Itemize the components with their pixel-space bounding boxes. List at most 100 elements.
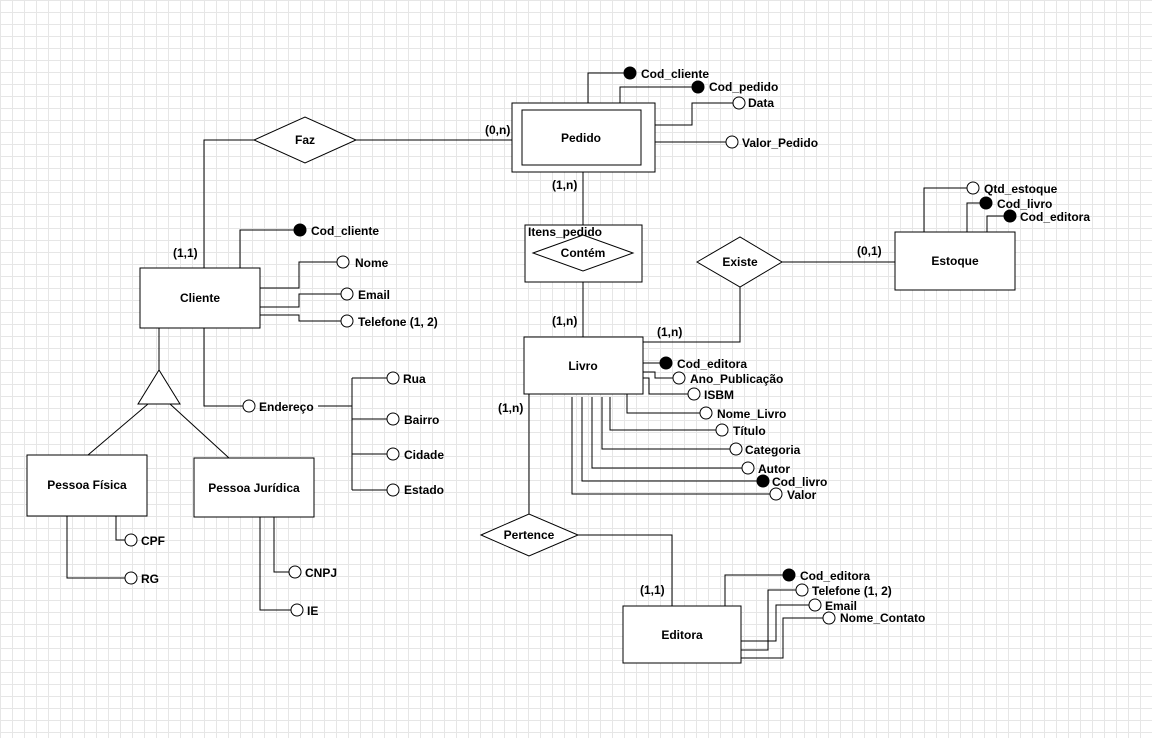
attribute-label: Cod_cliente <box>641 67 709 81</box>
attribute-pedido-valor[interactable]: Valor_Pedido <box>725 135 818 150</box>
attribute-livro-cod-editora[interactable]: Cod_editora <box>659 356 747 371</box>
attribute-label: CPF <box>141 534 165 548</box>
entity-cliente[interactable]: Cliente <box>139 267 261 329</box>
connector-lines <box>66 72 1005 663</box>
attribute-livro-cod-livro[interactable]: Cod_livro <box>756 474 827 489</box>
cardinality-existe-estoque: (0,1) <box>857 244 882 258</box>
attribute-label: Valor <box>787 488 817 502</box>
cardinality-pertence-livro: (1,n) <box>498 401 523 415</box>
attribute-editora-nome-contato[interactable]: Nome_Contato <box>822 611 925 625</box>
attribute-estoque-cod-editora[interactable]: Cod_editora <box>1003 209 1090 224</box>
attribute-editora-email[interactable]: Email <box>808 598 857 613</box>
cardinality-faz-pedido: (0,n) <box>485 123 510 137</box>
attribute-label: Autor <box>758 462 790 476</box>
attribute-label: IE <box>307 604 318 618</box>
attribute-cliente-cod-cliente[interactable]: Cod_cliente <box>293 223 379 238</box>
attribute-label: Endereço <box>259 400 314 414</box>
attribute-label: Telefone (1, 2) <box>812 584 892 598</box>
attribute-label: Telefone (1, 2) <box>358 315 438 329</box>
cardinality-pertence-editora: (1,1) <box>640 583 665 597</box>
attribute-livro-categoria[interactable]: Categoria <box>729 442 801 457</box>
attribute-cliente-telefone[interactable]: Telefone (1, 2) <box>340 314 438 329</box>
attribute-pf-rg[interactable]: RG <box>124 571 159 586</box>
attribute-cliente-email[interactable]: Email <box>340 287 390 302</box>
attribute-label: Bairro <box>404 413 439 427</box>
associative-entity-label: Itens_pedido <box>528 225 602 239</box>
attribute-endereco-bairro[interactable]: Bairro <box>386 412 439 427</box>
entity-label: Estoque <box>931 254 979 268</box>
attribute-livro-nome[interactable]: Nome_Livro <box>699 406 786 421</box>
attribute-livro-isbm[interactable]: ISBM <box>687 387 734 402</box>
attribute-label: Valor_Pedido <box>742 136 818 150</box>
attribute-label: Ano_Publicação <box>690 372 783 386</box>
cardinality-faz-cliente: (1,1) <box>173 246 198 260</box>
relationship-label: Faz <box>295 133 315 147</box>
attribute-pedido-data[interactable]: Data <box>732 96 774 110</box>
attribute-label: Cidade <box>404 448 444 462</box>
entity-editora[interactable]: Editora <box>622 605 742 664</box>
attribute-pj-ie[interactable]: IE <box>290 603 318 618</box>
attribute-label: Cod_livro <box>997 197 1052 211</box>
attribute-livro-ano[interactable]: Ano_Publicação <box>672 371 783 386</box>
attribute-editora-telefone[interactable]: Telefone (1, 2) <box>795 583 892 598</box>
attribute-label: Nome_Contato <box>840 611 925 625</box>
cardinality-existe-livro: (1,n) <box>657 325 682 339</box>
entity-pessoa-juridica[interactable]: Pessoa Jurídica <box>193 457 315 518</box>
relationship-pertence[interactable]: Pertence <box>479 513 580 557</box>
attribute-label: CNPJ <box>305 566 337 580</box>
attribute-label: Rua <box>403 372 426 386</box>
entity-label: Pessoa Física <box>47 478 127 492</box>
attribute-pj-cnpj[interactable]: CNPJ <box>288 565 337 580</box>
entity-label: Livro <box>568 359 597 373</box>
attribute-label: Data <box>748 96 774 110</box>
relationship-faz[interactable]: Faz <box>252 116 358 164</box>
attribute-label: Título <box>733 424 766 438</box>
relationship-existe[interactable]: Existe <box>696 236 783 288</box>
attribute-label: ISBM <box>704 388 734 402</box>
relationship-label: Contém <box>561 246 606 260</box>
attribute-endereco-rua[interactable]: Rua <box>386 371 426 386</box>
attribute-cliente-nome[interactable]: Nome <box>336 255 389 270</box>
attribute-label: Nome_Livro <box>717 407 786 421</box>
attribute-pedido-cod-pedido[interactable]: Cod_pedido <box>691 80 778 94</box>
attribute-label: Cod_editora <box>800 569 870 583</box>
attribute-endereco-estado[interactable]: Estado <box>386 483 444 497</box>
attribute-label: RG <box>141 572 159 586</box>
attribute-pf-cpf[interactable]: CPF <box>124 533 165 548</box>
entity-pessoa-fisica[interactable]: Pessoa Física <box>26 454 148 517</box>
attribute-livro-autor[interactable]: Autor <box>741 461 790 476</box>
attribute-label: Cod_pedido <box>709 80 778 94</box>
entity-livro[interactable]: Livro <box>523 336 644 395</box>
attribute-label: Categoria <box>745 443 801 457</box>
entity-label: Pedido <box>561 131 601 145</box>
attribute-cliente-endereco[interactable]: Endereço <box>242 399 314 414</box>
attribute-label: Cod_editora <box>1020 210 1090 224</box>
attribute-label: Cod_cliente <box>311 224 379 238</box>
entity-label: Pessoa Jurídica <box>208 481 300 495</box>
cardinality-contem-pedido: (1,n) <box>552 178 577 192</box>
attribute-label: Cod_editora <box>677 357 747 371</box>
attribute-label: Email <box>358 288 390 302</box>
attribute-editora-cod-editora[interactable]: Cod_editora <box>782 568 870 583</box>
attribute-endereco-cidade[interactable]: Cidade <box>386 447 444 462</box>
entity-pedido[interactable]: Pedido <box>511 102 656 173</box>
relationship-label: Pertence <box>504 528 555 542</box>
attribute-livro-valor[interactable]: Valor <box>769 487 817 502</box>
attribute-label: Email <box>825 599 857 613</box>
attribute-pedido-cod-cliente[interactable]: Cod_cliente <box>623 66 709 81</box>
relationship-label: Existe <box>722 255 758 269</box>
relationship-itens-pedido[interactable]: Itens_pedido Contém <box>524 224 643 283</box>
attribute-estoque-cod-livro[interactable]: Cod_livro <box>979 196 1052 211</box>
cardinality-labels: (0,n) (1,1) (1,n) (1,n) (1,n) (0,1) (1,n… <box>173 123 882 597</box>
entity-estoque[interactable]: Estoque <box>894 231 1016 291</box>
attribute-label: Qtd_estoque <box>984 182 1058 196</box>
entity-label: Editora <box>661 628 703 642</box>
attribute-label: Cod_livro <box>772 475 827 489</box>
entity-label: Cliente <box>180 291 220 305</box>
specialization-triangle <box>137 369 181 405</box>
cardinality-contem-livro: (1,n) <box>552 314 577 328</box>
attribute-livro-titulo[interactable]: Título <box>715 423 766 438</box>
attribute-estoque-qtd[interactable]: Qtd_estoque <box>966 181 1058 196</box>
attribute-label: Estado <box>404 483 444 497</box>
